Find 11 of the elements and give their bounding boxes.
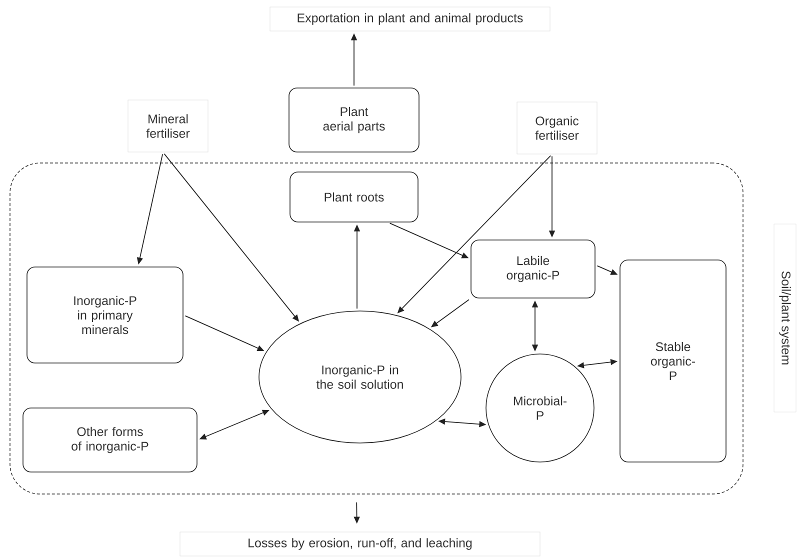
process-box: Stable organic-P bbox=[620, 260, 726, 462]
process-box: Plant roots bbox=[290, 172, 418, 222]
text-box: Exportation in plant and animal products bbox=[270, 6, 550, 32]
process-box: Plant aerial parts bbox=[288, 88, 420, 152]
text-box: Organic fertiliser bbox=[516, 102, 598, 154]
process-box: Inorganic-P in primary minerals bbox=[26, 266, 184, 364]
group-label: Soil/plant system bbox=[774, 224, 796, 412]
process-box: Labile organic-P bbox=[470, 240, 596, 298]
text-box: Losses by erosion, run-off, and leaching bbox=[180, 532, 540, 556]
process-box: Other forms of inorganic-P bbox=[22, 408, 198, 472]
text-box: Mineral fertiliser bbox=[128, 100, 208, 152]
